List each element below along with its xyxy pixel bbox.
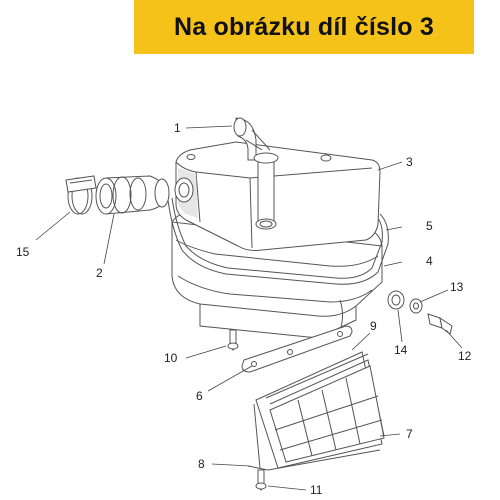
leader-lines — [35, 125, 463, 491]
inlet-sleeve-part — [95, 175, 170, 215]
screw-lower-part — [255, 469, 267, 491]
breather-tube-part — [233, 117, 279, 230]
washer-part — [409, 298, 423, 314]
callout-14: 14 — [394, 343, 408, 357]
air-filter-part — [255, 351, 385, 469]
gasket-part — [167, 197, 389, 285]
callout-15: 15 — [16, 245, 30, 259]
filter-frame-part — [247, 403, 381, 471]
callout-7: 7 — [406, 427, 413, 441]
part-number-banner: Na obrázku díl číslo 3 — [134, 0, 474, 54]
hose-clamp-part — [65, 175, 97, 215]
callout-8: 8 — [198, 457, 205, 471]
screw-upper-part — [227, 329, 239, 351]
callout-6: 6 — [196, 389, 203, 403]
banner-text: Na obrázku díl číslo 3 — [173, 12, 435, 41]
callout-13: 13 — [450, 280, 464, 294]
callout-5: 5 — [426, 219, 433, 233]
callout-3: 3 — [406, 155, 413, 169]
callout-9: 9 — [370, 319, 377, 333]
callout-1: 1 — [174, 121, 181, 135]
air-box-body-part — [174, 141, 381, 251]
callout-11: 11 — [310, 483, 323, 497]
callout-12: 12 — [458, 349, 472, 363]
filter-bracket-part — [241, 325, 353, 373]
grommet-part — [387, 290, 405, 310]
callout-2: 2 — [96, 266, 103, 280]
callout-4: 4 — [426, 254, 433, 268]
bolt-part — [427, 313, 453, 335]
callout-10: 10 — [164, 351, 178, 365]
